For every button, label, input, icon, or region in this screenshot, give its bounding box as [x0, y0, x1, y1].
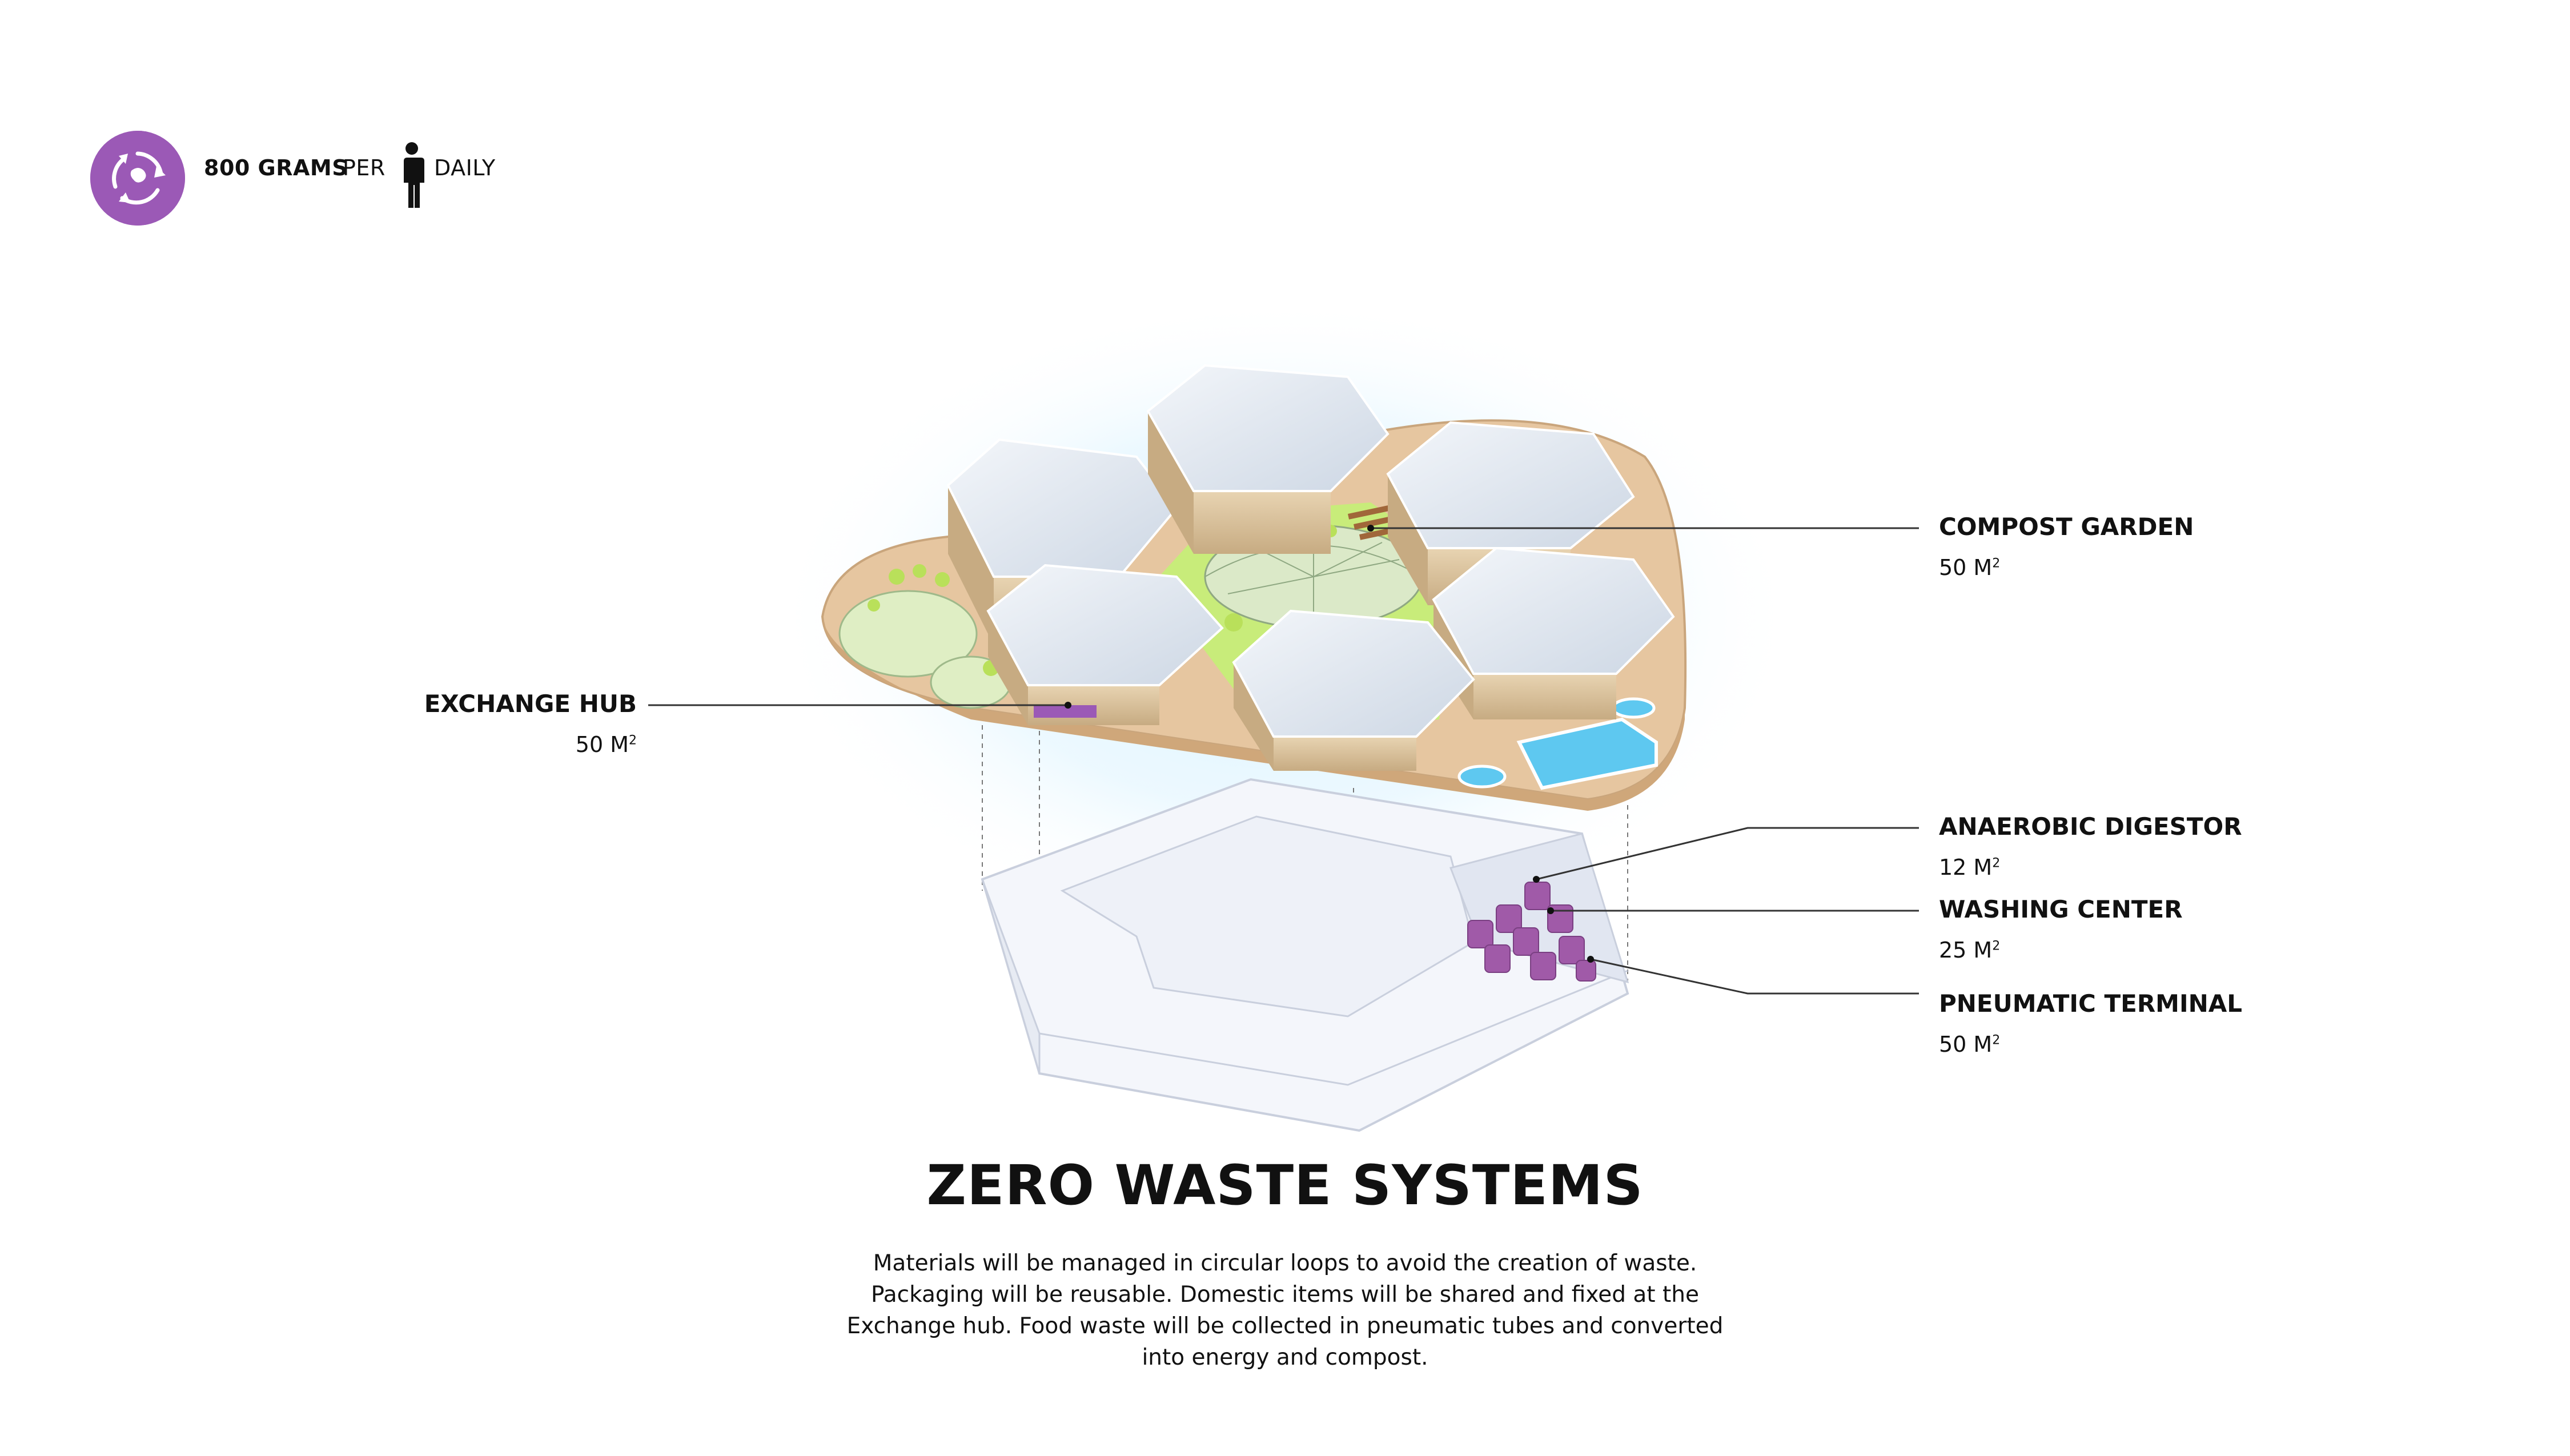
basement-level [981, 778, 1629, 1132]
pneumatic-terminal-area: 50 M2 [1939, 1032, 2001, 1057]
anaerobic-digestor-label: ANAEROBIC DIGESTOR [1939, 813, 2242, 840]
exchange-hub-area: 50 M2 [575, 732, 637, 757]
washing-center-label: WASHING CENTER [1939, 895, 2183, 923]
deck-edge [822, 617, 1685, 811]
description-text: Materials will be managed in circular lo… [846, 1250, 1724, 1370]
page-title: ZERO WASTE SYSTEMS [926, 1153, 1644, 1217]
hex-building-4 [986, 564, 1224, 725]
leader-lines [648, 527, 1919, 995]
digester-tanks [1467, 882, 1596, 982]
amount-label: 800 GRAMS [204, 155, 348, 180]
leader-dots [1065, 525, 1594, 963]
swimming-pools [1457, 697, 1658, 790]
daily-label: DAILY [434, 155, 496, 180]
leader-pneumatic-terminal [1590, 958, 1919, 995]
leader-anaerobic-digestor [1536, 827, 1919, 880]
compost-garden-area: 50 M2 [1939, 555, 2001, 580]
washing-center-area: 25 M2 [1939, 938, 2001, 963]
compost-garden-label: COMPOST GARDEN [1939, 513, 2194, 541]
anaerobic-digestor-area: 12 M2 [1939, 855, 2001, 880]
pneumatic-terminal-label: PNEUMATIC TERMINAL [1939, 990, 2243, 1017]
hex-building-2 [1146, 364, 1390, 554]
hex-building-5 [1432, 546, 1675, 719]
recycle-globe-icon [90, 131, 185, 226]
hex-building-6 [1232, 609, 1475, 771]
exchange-hub-label: EXCHANGE HUB [424, 690, 637, 718]
person-icon [398, 142, 425, 209]
per-label: PER [343, 155, 386, 180]
